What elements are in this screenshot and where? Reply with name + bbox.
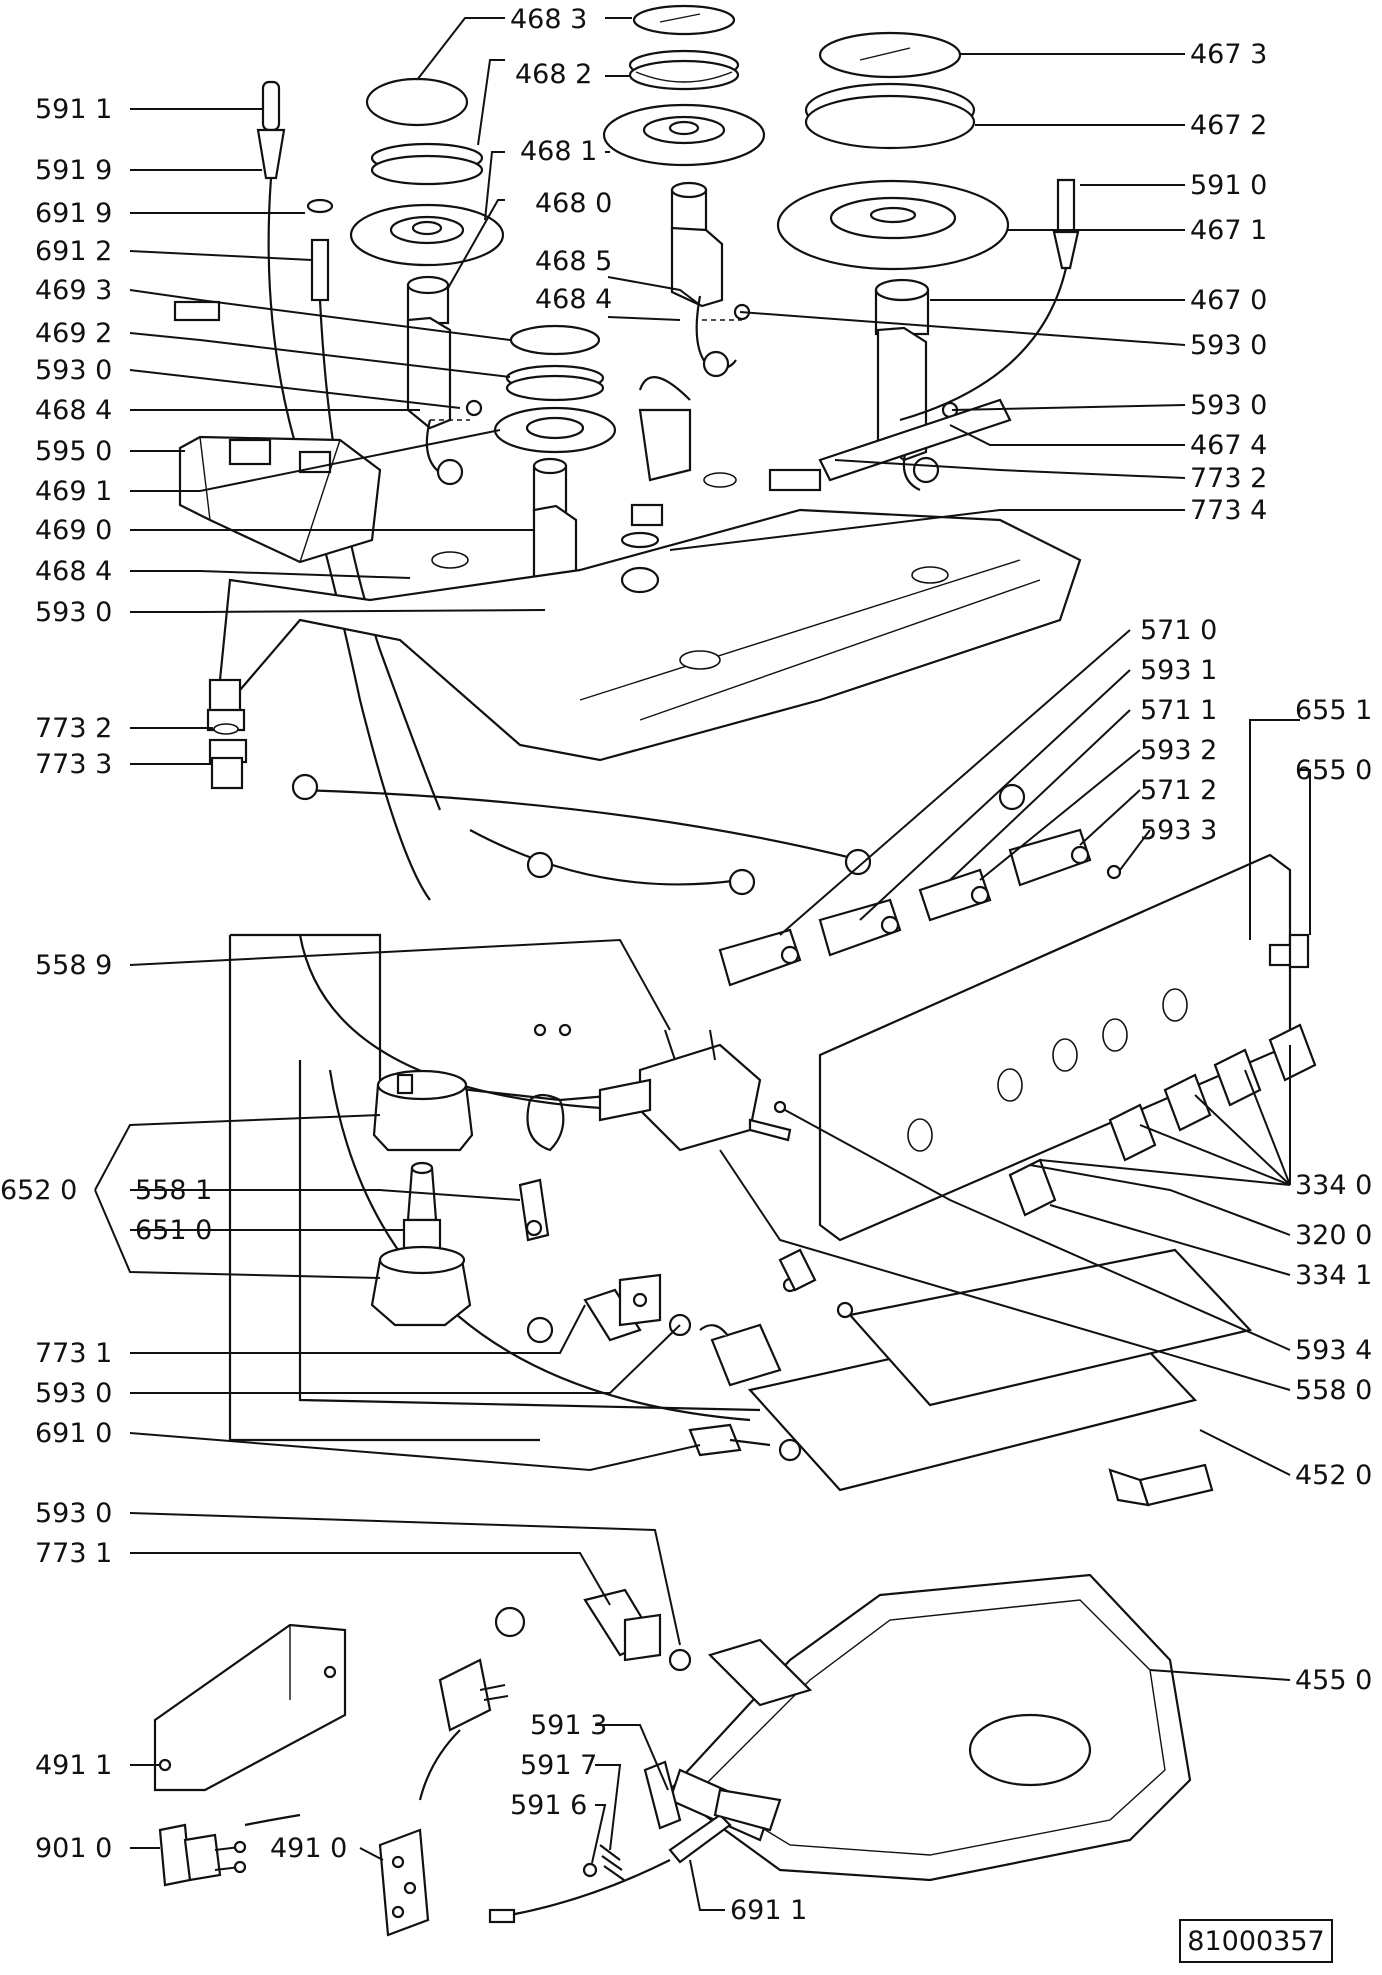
callout-label-491-0: 491 0 (270, 1833, 347, 1864)
callout-label-467-0: 467 0 (1190, 285, 1267, 316)
burner-467 (776, 31, 1010, 492)
safety-unit (370, 1069, 565, 1327)
callout-label-468-0: 468 0 (535, 188, 612, 219)
callout-label-593-1: 593 1 (1140, 655, 1217, 686)
callout-label-469-0: 469 0 (35, 515, 112, 546)
callout-label-491-1: 491 1 (35, 1750, 112, 1781)
callout-label-468-4-b: 468 4 (35, 395, 112, 426)
callout-label-691-2: 691 2 (35, 236, 112, 267)
callout-label-773-1: 773 1 (35, 1338, 112, 1369)
callout-label-455-0: 455 0 (1295, 1665, 1372, 1696)
callout-label-467-1: 467 1 (1190, 215, 1267, 246)
oven-tray (668, 1573, 1192, 1882)
callout-label-334-0: 334 0 (1295, 1170, 1372, 1201)
callout-label-468-2: 468 2 (515, 59, 592, 90)
callout-label-469-3: 469 3 (35, 275, 112, 306)
callout-label-651-0: 651 0 (135, 1215, 212, 1246)
callout-label-452-0: 452 0 (1295, 1460, 1372, 1491)
part-drawings (153, 4, 1317, 1937)
callout-label-591-9: 591 9 (35, 155, 112, 186)
gas-rail (206, 376, 1082, 790)
callout-label-468-4: 468 4 (535, 284, 612, 315)
leader-lines (94, 17, 1311, 1911)
callout-label-593-4: 593 4 (1295, 1335, 1372, 1366)
callout-label-593-0: 593 0 (35, 355, 112, 386)
oven-burner (699, 1248, 1253, 1507)
callout-label-320-0: 320 0 (1295, 1220, 1372, 1251)
callout-label-773-2-b: 773 2 (35, 713, 112, 744)
callout-label-571-1: 571 1 (1140, 695, 1217, 726)
reference-code-text: 81000357 (1187, 1926, 1324, 1957)
callout-label-591-3: 591 3 (530, 1710, 607, 1741)
burner-468-left (349, 77, 505, 486)
callout-label-691-0: 691 0 (35, 1418, 112, 1449)
callout-label-468-5: 468 5 (535, 246, 612, 277)
valves-571 (718, 828, 1122, 987)
callout-label-558-0: 558 0 (1295, 1375, 1372, 1406)
thermostat-valve (533, 1023, 792, 1152)
callout-label-901-0: 901 0 (35, 1833, 112, 1864)
electrical-parts (153, 1623, 782, 1937)
callout-label-468-3: 468 3 (510, 4, 587, 35)
callout-label-469-2: 469 2 (35, 318, 112, 349)
callout-label-571-2: 571 2 (1140, 775, 1217, 806)
callout-label-593-0-d: 593 0 (1190, 390, 1267, 421)
callout-label-591-1: 591 1 (35, 94, 112, 125)
callout-label-591-0: 591 0 (1190, 170, 1267, 201)
callout-label-652-0: 652 0 (0, 1175, 77, 1206)
callout-label-655-1: 655 1 (1295, 695, 1372, 726)
control-panel (818, 853, 1317, 1242)
callout-label-467-2: 467 2 (1190, 110, 1267, 141)
callout-labels: 468 3 468 2 468 1 468 0 468 5 468 4 591 1 591 9… (0, 4, 1372, 1926)
callout-label-468-1: 468 1 (520, 136, 597, 167)
callout-label-593-0-e: 593 0 (35, 1378, 112, 1409)
callout-label-773-1-b: 773 1 (35, 1538, 112, 1569)
callout-label-593-3: 593 3 (1140, 815, 1217, 846)
callout-label-467-3: 467 3 (1190, 39, 1267, 70)
reference-code-box: 81000357 (1179, 1919, 1333, 1963)
callout-label-593-0-c: 593 0 (1190, 330, 1267, 361)
callout-label-593-0-f: 593 0 (35, 1498, 112, 1529)
ignition-box (178, 435, 382, 564)
callout-label-468-4-c: 468 4 (35, 556, 112, 587)
burner-468 (602, 4, 766, 378)
callout-label-773-2: 773 2 (1190, 463, 1267, 494)
callout-label-591-7: 591 7 (520, 1750, 597, 1781)
callout-label-334-1: 334 1 (1295, 1260, 1372, 1291)
callout-label-691-1: 691 1 (730, 1895, 807, 1926)
callout-label-593-2: 593 2 (1140, 735, 1217, 766)
callout-label-655-0: 655 0 (1295, 755, 1372, 786)
callout-label-773-3: 773 3 (35, 749, 112, 780)
callout-label-571-0: 571 0 (1140, 615, 1217, 646)
callout-label-773-4: 773 4 (1190, 495, 1267, 526)
callout-label-593-0-b: 593 0 (35, 597, 112, 628)
callout-label-469-1: 469 1 (35, 476, 112, 507)
callout-label-558-1: 558 1 (135, 1175, 212, 1206)
callout-label-595-0: 595 0 (35, 436, 112, 467)
callout-label-558-9: 558 9 (35, 950, 112, 981)
callout-label-691-9: 691 9 (35, 198, 112, 229)
callout-label-467-4: 467 4 (1190, 430, 1267, 461)
oven-fittings (494, 1248, 854, 1672)
callout-label-591-6: 591 6 (510, 1790, 587, 1821)
